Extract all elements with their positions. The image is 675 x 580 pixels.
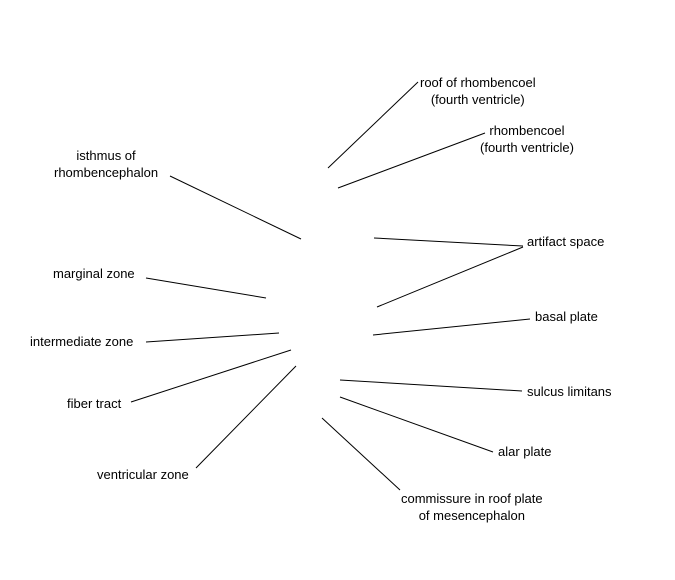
label-line: of mesencephalon (418, 508, 525, 523)
label-ventricular-zone: ventricular zone (97, 467, 189, 482)
label-commissure: commissure in roof plate of mesencephalo… (401, 490, 543, 524)
label-rhombencoel: rhombencoel (fourth ventricle) (480, 122, 574, 156)
label-isthmus: isthmus of rhombencephalon (54, 147, 158, 181)
leader-fiber-tract (130, 349, 292, 403)
leader-ventricular-zone (195, 365, 297, 469)
leader-marginal-zone (145, 277, 267, 299)
label-line: isthmus of (76, 148, 136, 163)
label-alar-plate: alar plate (498, 444, 552, 459)
leader-commissure (321, 417, 401, 491)
label-line: (fourth ventricle) (480, 140, 574, 155)
label-line: rhombencephalon (54, 165, 159, 180)
label-artifact-space: artifact space (527, 234, 605, 249)
label-sulcus-limitans: sulcus limitans (527, 384, 612, 399)
leader-alar-plate (339, 396, 494, 453)
leader-roof-of-rhombencoel (327, 81, 419, 169)
label-line: commissure in roof plate (401, 491, 543, 506)
label-marginal-zone: marginal zone (53, 266, 135, 281)
label-roof-of-rhombencoel: roof of rhombencoel (fourth ventricle) (420, 74, 536, 108)
leader-isthmus (169, 175, 302, 240)
leader-artifact-space-1 (373, 237, 524, 247)
label-basal-plate: basal plate (535, 309, 598, 324)
leader-intermediate-zone (145, 332, 280, 343)
leader-basal-plate (372, 318, 531, 336)
label-line: rhombencoel (489, 123, 565, 138)
leader-artifact-space-2 (376, 246, 524, 308)
leader-sulcus-limitans (339, 379, 523, 392)
label-intermediate-zone: intermediate zone (30, 334, 134, 349)
label-line: (fourth ventricle) (430, 92, 525, 107)
label-fiber-tract: fiber tract (67, 396, 122, 411)
label-line: roof of rhombencoel (420, 75, 536, 90)
leader-rhombencoel (337, 132, 486, 189)
